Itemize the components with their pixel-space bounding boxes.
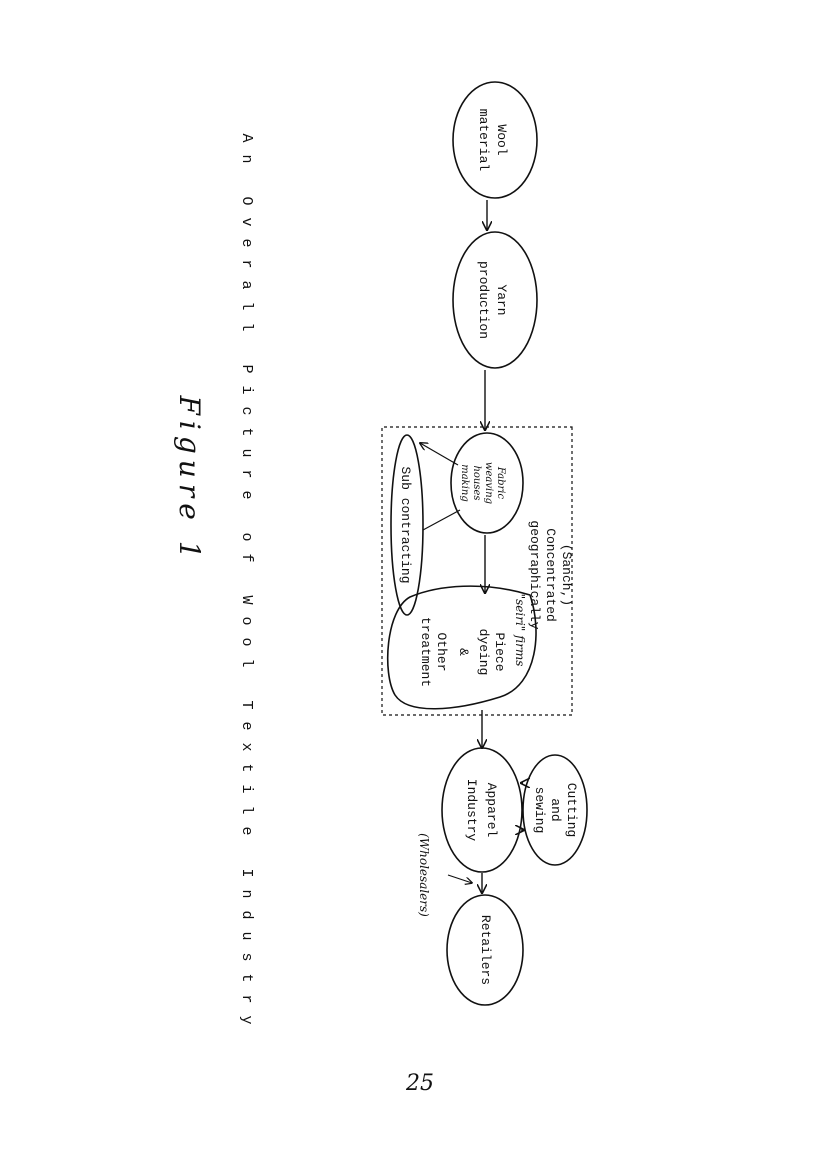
node-piece-line-1: Piece xyxy=(492,632,507,671)
node-cutting-sewing xyxy=(522,754,588,866)
figure-label: Figure 1 xyxy=(173,394,206,564)
node-retailers-label: Retailers xyxy=(478,915,493,985)
node-fabric-weaving-houses xyxy=(450,432,524,534)
node-apparel-industry xyxy=(441,747,523,873)
node-subcontracting xyxy=(390,434,424,616)
node-piece-line-2: dyeing xyxy=(476,629,491,676)
seiri-firms-note: "seiri" firms xyxy=(513,594,527,667)
node-yarn-production xyxy=(452,231,538,369)
page-number: 25 xyxy=(405,1071,434,1096)
region-note-line-2: Concentrated xyxy=(543,528,558,622)
node-cutting-line-2: and xyxy=(548,798,563,821)
rotated-figure: (Sanch,) Concentrated geographically Woo… xyxy=(381,81,588,1006)
node-piece-line-3: & xyxy=(456,648,471,656)
node-yarn-line-2: production xyxy=(476,261,491,339)
node-apparel-line-2: Industry xyxy=(464,779,479,842)
node-weaving-line-3: houses xyxy=(471,465,482,500)
node-weaving-line-1: Fabric xyxy=(495,466,506,500)
node-wool-material xyxy=(452,81,538,199)
node-wool-line-2: material xyxy=(476,109,491,172)
node-piece-line-5: treatment xyxy=(418,617,433,687)
wholesalers-note: (Wholesalers) xyxy=(417,833,431,917)
node-retailers xyxy=(446,894,524,1006)
node-wool-line-1: Wool xyxy=(494,124,509,155)
caption-group: An Overall Picture of Wool Textile Indus… xyxy=(238,133,255,1036)
region-note-line-3: geographically xyxy=(527,520,542,629)
node-subcontracting-label: Sub contracting xyxy=(398,466,413,583)
node-cutting-line-1: Cutting xyxy=(564,783,579,838)
arrow-wholesalers xyxy=(447,874,472,883)
node-weaving-line-4: making xyxy=(459,464,470,502)
node-weaving-line-2: weaving xyxy=(483,462,494,504)
node-yarn-line-1: Yarn xyxy=(494,284,509,315)
geographic-region-box xyxy=(381,426,573,716)
arrow-weaving-to-subcontracting xyxy=(420,443,459,466)
figure-label-group: Figure 1 xyxy=(173,394,206,564)
node-piece-dyeing xyxy=(386,585,537,710)
region-note-line-1: (Sanch,) xyxy=(559,544,574,606)
figure-caption: An Overall Picture of Wool Textile Indus… xyxy=(238,133,255,1036)
node-apparel-line-1: Apparel xyxy=(484,783,499,838)
node-cutting-line-3: sewing xyxy=(532,787,547,834)
line-subcontracting-link xyxy=(422,509,461,531)
node-piece-line-4: Other xyxy=(434,632,449,671)
